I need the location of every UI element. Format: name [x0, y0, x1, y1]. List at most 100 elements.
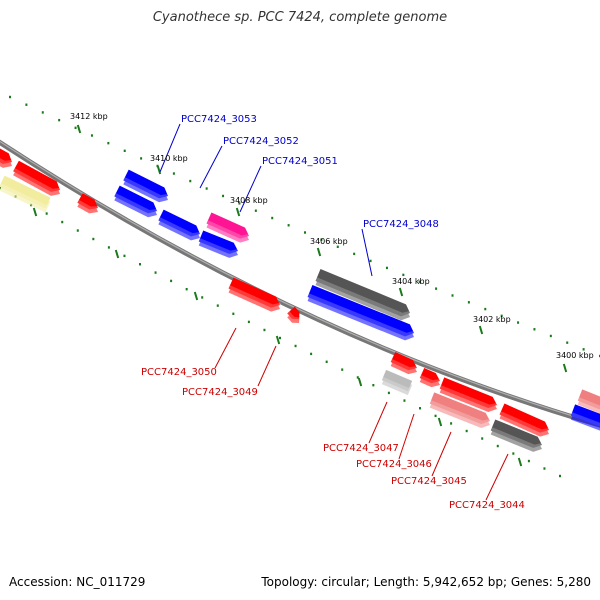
label-leader-lines [159, 123, 509, 501]
scale-tick-minor [481, 437, 484, 440]
gene-yellow[interactable] [0, 175, 51, 213]
gene-label-pcc7424-3045[interactable]: PCC7424_3045 [391, 476, 467, 487]
leader-line [398, 413, 415, 460]
map-title: Cyanothece sp. PCC 7424, complete genome [152, 10, 448, 25]
scale-tick-major [316, 247, 322, 257]
scale-tick-minor [512, 452, 515, 455]
gene-blue-2[interactable] [114, 185, 159, 218]
scale-tick-major [114, 249, 120, 259]
scale-tick-minor [271, 216, 274, 220]
gene-pcc7424-3044[interactable] [490, 419, 543, 452]
scale-tick-minor [156, 164, 159, 168]
scale-tick-minor [0, 186, 1, 190]
scale-tick-minor [418, 280, 421, 283]
scale-tick-major [562, 363, 568, 373]
leader-line [257, 345, 277, 387]
scale-tick-minor [419, 407, 421, 410]
scale-tick-minor [496, 444, 499, 448]
scale-tick-minor [356, 376, 359, 379]
gene-red-5[interactable] [419, 367, 441, 388]
scale-tick-minor [465, 429, 468, 433]
scale-tick-minor [172, 172, 175, 175]
scale-tick-minor [387, 391, 390, 395]
scale-tick-minor [123, 254, 126, 258]
scale-tick-minor [533, 328, 536, 331]
scale-tick-minor [107, 141, 110, 145]
scale-tick-minor [201, 296, 204, 299]
gene-red-7[interactable] [499, 403, 550, 437]
scale-tick-minor [484, 307, 487, 311]
scale-tick-minor [467, 301, 470, 304]
scale-tick-minor [45, 212, 48, 215]
scale-tick-minor [247, 320, 250, 324]
leader-line [361, 228, 373, 277]
gene-label-pcc7424-3051[interactable]: PCC7424_3051 [262, 156, 338, 167]
gene-label-pcc7424-3048[interactable]: PCC7424_3048 [363, 219, 439, 230]
gene-pcc7424-3049[interactable] [287, 306, 301, 323]
gene-pcc7424-3051[interactable] [206, 212, 250, 243]
scale-tick-minor [123, 149, 126, 153]
genome-backbone-highlight [0, 140, 600, 425]
scale-label-3406: 3406 kbp [310, 237, 348, 246]
scale-tick-minor [263, 328, 266, 332]
scale-tick-minor [222, 194, 225, 198]
scale-tick-minor [107, 246, 110, 249]
gene-label-pcc7424-3049[interactable]: PCC7424_3049 [182, 387, 258, 398]
scale-tick-minor [434, 414, 437, 418]
gene-label-pcc7424-3053[interactable]: PCC7424_3053 [181, 114, 257, 125]
leader-line [214, 327, 237, 369]
scale-tick-major [478, 325, 484, 335]
gene-label-pcc7424-3046[interactable]: PCC7424_3046 [356, 459, 432, 470]
gene-pcc7424-3045[interactable] [429, 392, 491, 428]
gene-red-2[interactable] [13, 160, 62, 196]
gene-pcc7424-3047[interactable] [381, 369, 413, 396]
scale-tick-minor [61, 220, 64, 224]
scale-tick-minor [549, 334, 552, 338]
gene-red-4[interactable] [390, 352, 418, 375]
gene-pcc7424-3053[interactable] [123, 169, 170, 203]
gene-blue-edge[interactable] [570, 404, 600, 433]
scale-tick-major [517, 457, 523, 467]
leader-line [431, 431, 452, 477]
scale-tick-major [357, 377, 363, 387]
gene-blue-4[interactable] [198, 230, 239, 258]
scale-tick-minor [310, 352, 313, 356]
scale-tick-major [32, 207, 38, 217]
scale-tick-minor [232, 312, 235, 315]
gene-pcc7424-3050[interactable] [228, 277, 281, 312]
gene-features [0, 146, 600, 452]
scale-tick-minor [353, 252, 356, 256]
scale-tick-major [156, 165, 162, 175]
gene-grey-1[interactable] [315, 268, 411, 321]
scale-label-3412: 3412 kbp [70, 112, 108, 121]
gene-pink-edge[interactable] [577, 389, 600, 416]
gene-label-pcc7424-3050[interactable]: PCC7424_3050 [141, 367, 217, 378]
gene-red-3[interactable] [77, 193, 100, 214]
leader-line [199, 145, 223, 189]
scale-tracks [0, 95, 600, 478]
scale-tick-minor [500, 314, 503, 318]
scale-tick-minor [287, 224, 290, 227]
scale-label-3410: 3410 kbp [150, 154, 188, 163]
gene-pcc7424-3052[interactable] [158, 209, 202, 241]
scale-tick-minor [559, 474, 561, 478]
gene-red-6[interactable] [439, 377, 498, 412]
gene-label-pcc7424-3052[interactable]: PCC7424_3052 [223, 136, 299, 147]
scale-tick-minor [566, 341, 569, 344]
scale-tick-major [193, 291, 199, 301]
scale-label-3402: 3402 kbp [473, 315, 511, 324]
leader-line [485, 453, 509, 501]
leader-line [368, 401, 388, 444]
scale-tick-minor [341, 368, 344, 371]
gene-pcc7424-3048[interactable] [307, 284, 415, 341]
gene-label-pcc7424-3044[interactable]: PCC7424_3044 [449, 500, 525, 511]
scale-tick-minor [154, 271, 157, 274]
scale-tick-minor [369, 259, 372, 263]
scale-tick-minor [450, 422, 453, 425]
scale-tick-minor [25, 103, 28, 106]
gene-red-1[interactable] [0, 146, 14, 168]
scale-tick-minor [254, 209, 257, 212]
gene-label-pcc7424-3047[interactable]: PCC7424_3047 [323, 443, 399, 454]
